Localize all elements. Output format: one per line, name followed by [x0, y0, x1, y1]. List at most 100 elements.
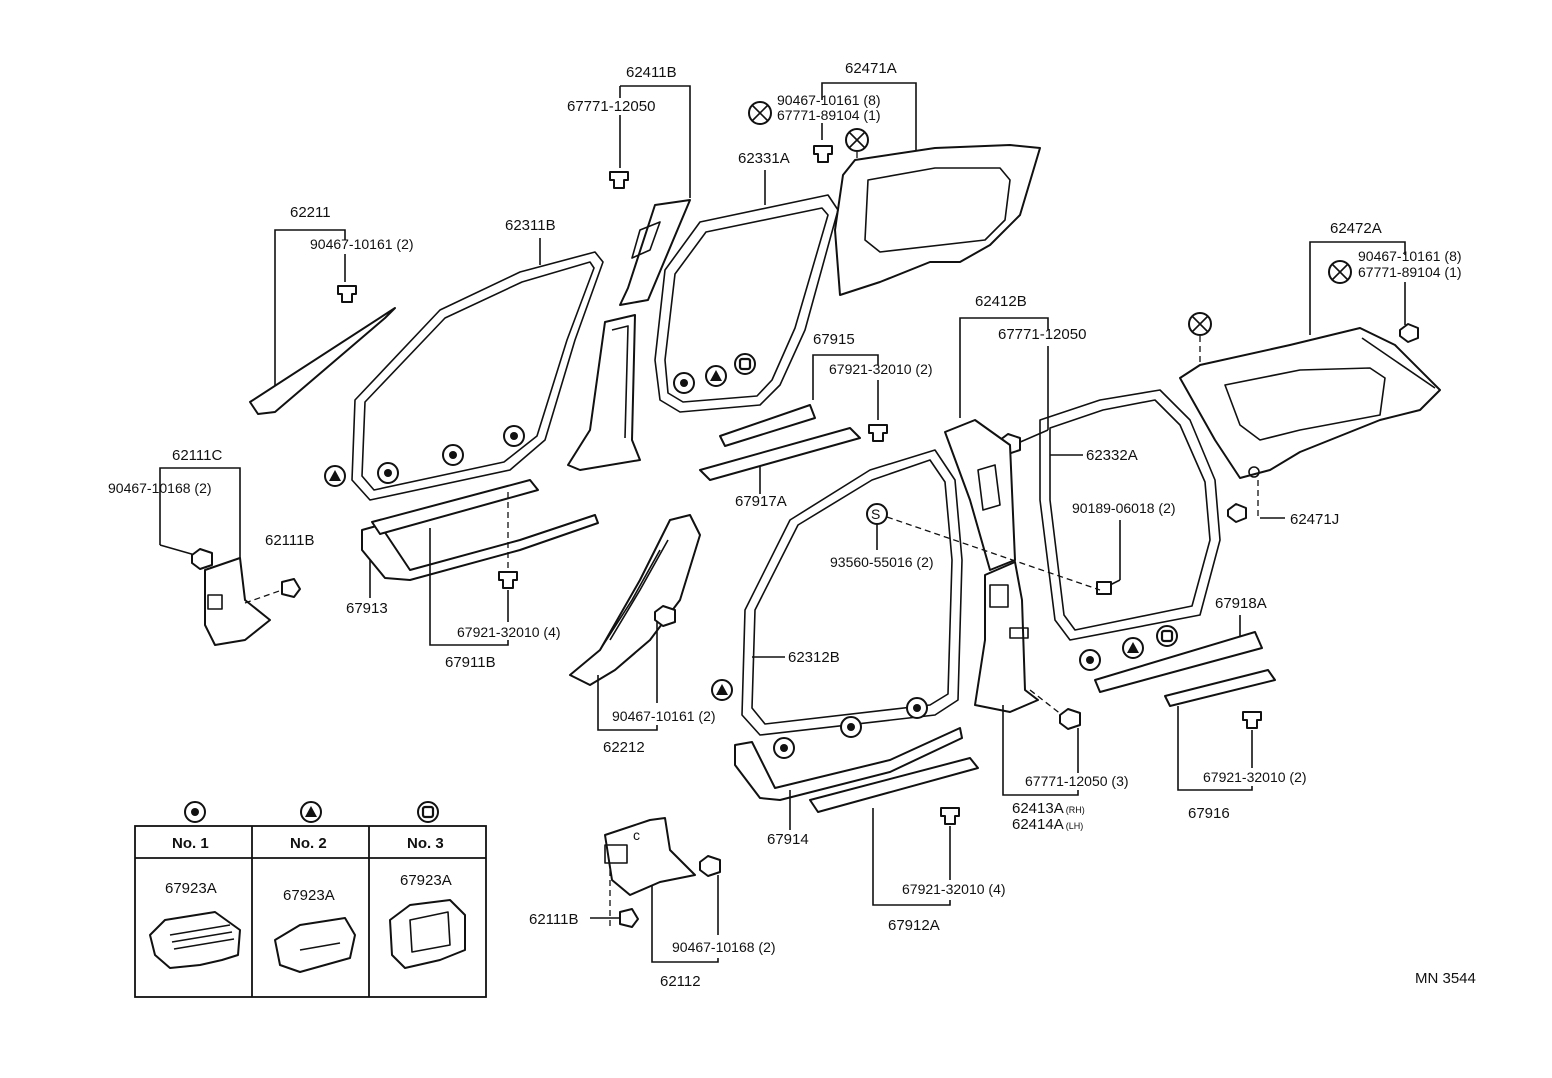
- group-93560: S 93560-55016 (2): [830, 503, 1101, 591]
- svg-text:c: c: [633, 827, 640, 843]
- clip-icon: [337, 285, 357, 303]
- label-62211: 62211: [290, 204, 331, 221]
- clip-no3-drawing: [389, 899, 466, 969]
- triangle-icon: [324, 465, 346, 487]
- pillar-trim-62212: [569, 514, 701, 686]
- group-62331A: 62331A: [654, 150, 839, 413]
- label-62311B: 62311B: [505, 217, 556, 234]
- label-67915: 67915: [813, 331, 855, 348]
- label-67771-89104-1b: 67771-89104 (1): [1358, 264, 1462, 280]
- label-67918A: 67918A: [1215, 595, 1267, 612]
- legend-header-no3: No. 3: [407, 835, 444, 852]
- cross-circle-icon: [1328, 260, 1352, 284]
- legend-part-no2: 67923A: [283, 887, 335, 904]
- svg-text:S: S: [871, 506, 880, 522]
- circle-dot-icon: [1079, 649, 1101, 671]
- circle-dot-icon: [906, 697, 928, 719]
- clip-icon: [940, 807, 960, 825]
- clip-icon: [699, 855, 721, 877]
- clip-icon: [1242, 711, 1262, 729]
- label-67771-89104-1a: 67771-89104 (1): [777, 107, 881, 123]
- label-62413A: 62413A(RH): [1012, 800, 1085, 817]
- weatherstrip-62311B: [351, 251, 604, 501]
- legend-part-no3: 67923A: [400, 872, 452, 889]
- label-67911B: 67911B: [445, 654, 496, 671]
- circle-dot-icon: [503, 425, 525, 447]
- triangle-icon: [711, 679, 733, 701]
- triangle-icon: [300, 801, 322, 823]
- label-62312B: 62312B: [788, 649, 840, 666]
- square-icon: [1156, 625, 1178, 647]
- group-62413A: 67771-12050 (3) 62413A(RH) 62414A(LH): [974, 561, 1129, 833]
- label-62111B-b: 62111B: [529, 911, 579, 928]
- scuff-plate-67916: [1164, 669, 1276, 707]
- a-pillar-trim-62211: [249, 307, 396, 415]
- group-62411B: 62411B 67771-12050: [567, 64, 691, 306]
- group-62332A: 62332A 90189-06018 (2): [1039, 389, 1221, 671]
- quarter-trim-62471A: [834, 144, 1041, 296]
- weatherstrip-62331A: [654, 194, 839, 413]
- circle-dot-icon: [184, 801, 206, 823]
- group-62412B: 62412B 67771-12050: [944, 293, 1086, 571]
- label-90467-10168-2a: 90467-10168 (2): [108, 480, 212, 496]
- label-90467-10161-8a: 90467-10161 (8): [777, 92, 881, 108]
- label-67913: 67913: [346, 600, 388, 617]
- label-67771-12050-a: 67771-12050: [567, 98, 655, 115]
- label-67771-12050-3: 67771-12050 (3): [1025, 773, 1129, 789]
- clip-icon: [1399, 323, 1419, 343]
- label-67771-12050-b: 67771-12050: [998, 326, 1086, 343]
- cross-circle-icon: [748, 101, 772, 125]
- label-93560-55016-2: 93560-55016 (2): [830, 554, 934, 570]
- label-90467-10161-2a: 90467-10161 (2): [310, 236, 414, 252]
- label-67916: 67916: [1188, 805, 1230, 822]
- scuff-plate-67913: [361, 514, 599, 581]
- group-67915: 67915 67921-32010 (2) 67917A: [699, 331, 933, 510]
- group-67916: 67918A 67921-32010 (2) 67916: [1094, 595, 1307, 822]
- legend-part-no1: 67923A: [165, 880, 217, 897]
- clip-icon: [654, 605, 676, 627]
- clip-no1-drawing: [149, 911, 241, 969]
- weatherstrip-62312B: [741, 449, 963, 736]
- legend-header-no1: No. 1: [172, 835, 209, 852]
- legend-header-no2: No. 2: [290, 835, 327, 852]
- label-62412B: 62412B: [975, 293, 1027, 310]
- label-67912A: 67912A: [888, 917, 940, 934]
- circle-dot-icon: [773, 737, 795, 759]
- label-62414A: 62414A(LH): [1012, 816, 1083, 833]
- group-62472A: 62472A 90467-10161 (8) 67771-89104 (1) 6…: [1179, 220, 1462, 528]
- scuff-plate-67915: [719, 404, 816, 447]
- clip-icon: [1227, 503, 1247, 523]
- label-67921-32010-2a: 67921-32010 (2): [829, 361, 933, 377]
- label-62472A: 62472A: [1330, 220, 1382, 237]
- scuff-plate-67911B: [371, 479, 539, 535]
- diagram-reference: MN 3544: [1415, 970, 1476, 987]
- label-90467-10161-8b: 90467-10161 (8): [1358, 248, 1462, 264]
- scuff-plate-67918A: [1094, 631, 1263, 693]
- clip-icon: [1059, 708, 1081, 730]
- clip-icon: [868, 424, 888, 442]
- group-67912A: 67914 67921-32010 (4) 67912A: [734, 727, 1006, 934]
- group-67911B: 67913 67921-32010 (4) 67911B: [346, 479, 599, 671]
- triangle-icon: [705, 365, 727, 387]
- cross-circle-icon: [1188, 312, 1212, 336]
- label-62332A: 62332A: [1086, 447, 1138, 464]
- circle-dot-icon: [377, 462, 399, 484]
- circle-dot-icon: [442, 444, 464, 466]
- label-62331A: 62331A: [738, 150, 790, 167]
- label-62112: 62112: [660, 973, 701, 990]
- label-67921-32010-4b: 67921-32010 (4): [902, 881, 1006, 897]
- pillar-trim-62411B: [619, 199, 691, 306]
- cowl-trim-62111C: [204, 557, 271, 646]
- clip-icon: [619, 908, 639, 928]
- clip-icon: [1096, 581, 1112, 595]
- triangle-icon: [1122, 637, 1144, 659]
- cross-circle-icon: [845, 128, 869, 152]
- label-62411B: 62411B: [626, 64, 677, 81]
- group-62212: 90467-10161 (2) 62212: [569, 514, 733, 756]
- circle-dot-icon: [673, 372, 695, 394]
- label-67921-32010-2b: 67921-32010 (2): [1203, 769, 1307, 785]
- group-62312B: 62312B: [741, 449, 963, 759]
- scuff-plate-67912A: [809, 757, 979, 813]
- clip-icon: [191, 548, 213, 570]
- group-62211: 62211 90467-10161 (2): [249, 204, 414, 415]
